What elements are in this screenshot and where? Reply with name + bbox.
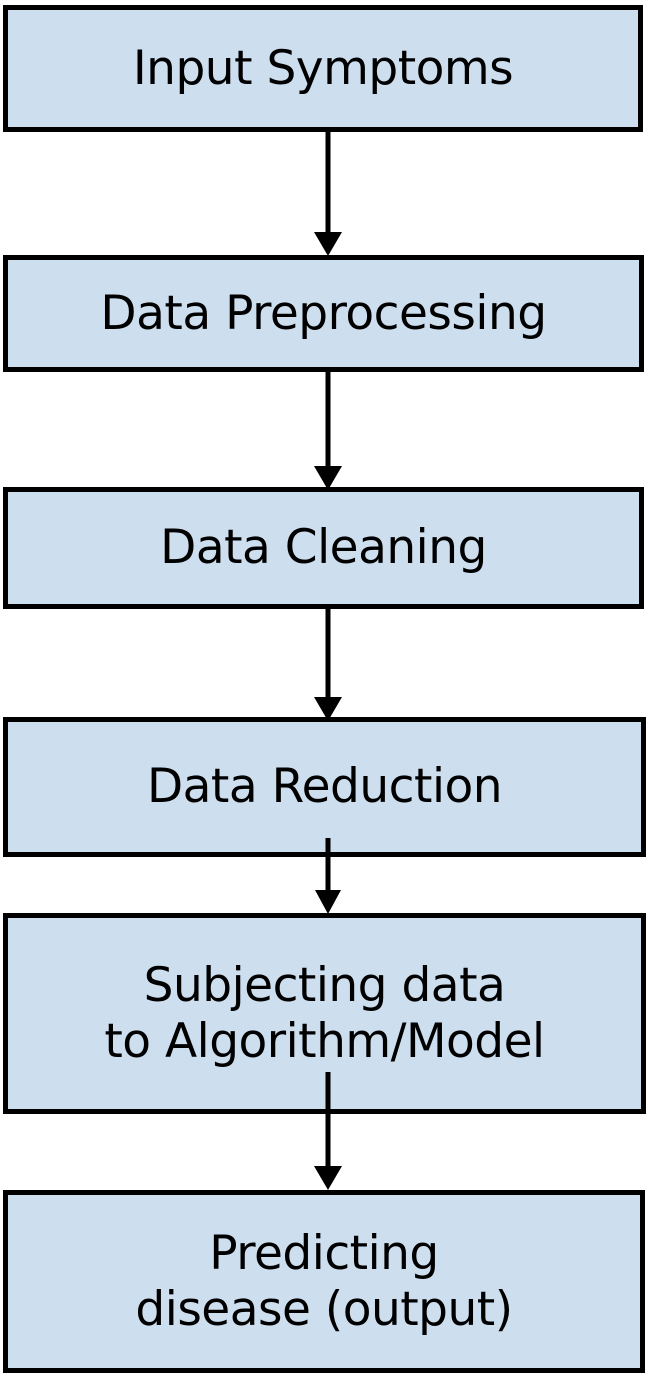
- flow-node-label: Subjecting data to Algorithm/Model: [104, 958, 545, 1069]
- flow-arrow-data-reduction-to-subjecting-data: [305, 838, 351, 914]
- flow-arrow-subjecting-data-to-predicting-disease: [305, 1072, 351, 1190]
- arrow-down-icon: [314, 370, 342, 490]
- flow-node-label: Data Preprocessing: [100, 285, 547, 341]
- flow-node-label: Data Cleaning: [160, 520, 487, 576]
- flow-arrow-input-symptoms-to-data-preprocessing: [305, 132, 351, 256]
- flow-node-label: Input Symptoms: [132, 40, 514, 96]
- flow-node-data-preprocessing[interactable]: Data Preprocessing: [3, 255, 644, 372]
- arrow-down-icon: [314, 1072, 342, 1190]
- flow-node-data-reduction[interactable]: Data Reduction: [3, 717, 646, 857]
- flow-node-label: Predicting disease (output): [135, 1226, 513, 1337]
- flow-node-predicting-disease[interactable]: Predicting disease (output): [3, 1190, 645, 1373]
- flow-node-data-cleaning[interactable]: Data Cleaning: [3, 487, 644, 609]
- flow-node-input-symptoms[interactable]: Input Symptoms: [3, 5, 643, 132]
- arrow-down-icon: [314, 132, 342, 256]
- flow-node-label: Data Reduction: [146, 759, 503, 815]
- flow-arrow-data-cleaning-to-data-reduction: [305, 607, 351, 721]
- flow-arrow-data-preprocessing-to-data-cleaning: [305, 370, 351, 490]
- flow-node-subjecting-data[interactable]: Subjecting data to Algorithm/Model: [3, 913, 646, 1114]
- arrow-down-icon: [315, 838, 341, 914]
- arrow-down-icon: [314, 607, 342, 721]
